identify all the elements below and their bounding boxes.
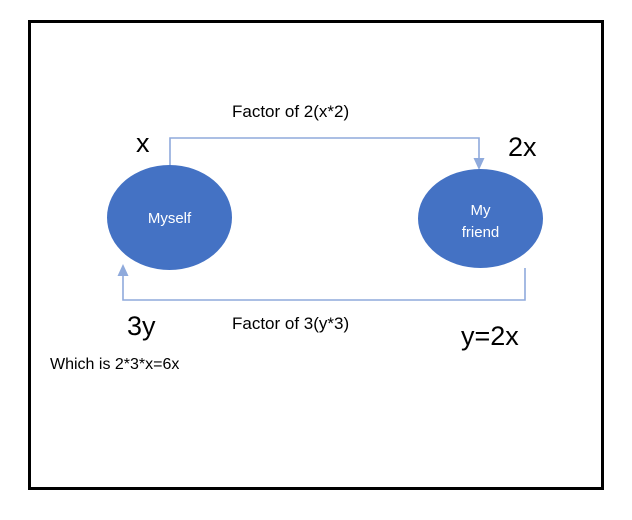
bottom-connector-label: Factor of 3(y*3) — [232, 314, 350, 333]
top-connector-line — [169, 137, 480, 167]
node-myself-label: Myself — [148, 210, 192, 227]
top-connector[interactable] — [169, 137, 485, 170]
label-right-top-2x: 2x — [508, 132, 537, 162]
conclusion-text: Which is 2*3*x=6x — [50, 356, 180, 373]
bottom-connector[interactable] — [117, 264, 526, 301]
label-left-top-x: x — [136, 128, 150, 158]
top-connector-arrowhead-icon — [473, 158, 485, 170]
bottom-connector-line — [122, 268, 526, 301]
label-right-bottom-y-equals-2x: y=2x — [461, 321, 519, 351]
top-connector-label: Factor of 2(x*2) — [232, 102, 350, 121]
node-my-friend[interactable]: My friend — [418, 169, 543, 268]
node-my-friend-label-line2: friend — [462, 224, 500, 241]
node-my-friend-shape — [418, 169, 543, 268]
node-myself-shape — [107, 165, 232, 270]
label-left-bottom-3y: 3y — [127, 311, 156, 341]
node-my-friend-label-line1: My — [471, 202, 491, 219]
bottom-connector-arrowhead-icon — [117, 264, 129, 276]
node-myself[interactable]: Myself — [107, 165, 232, 270]
